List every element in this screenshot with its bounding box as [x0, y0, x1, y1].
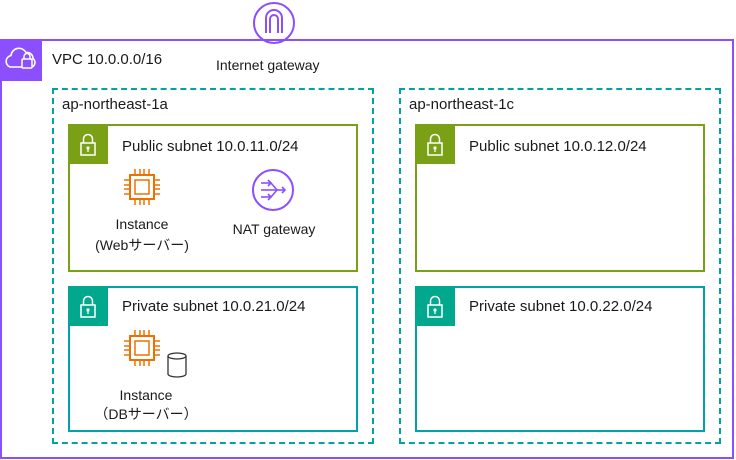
internet-gateway-icon: [251, 0, 297, 46]
az-label: ap-northeast-1a: [62, 96, 168, 113]
lock-icon: [415, 286, 455, 326]
nat-gateway-icon: [251, 168, 295, 212]
internet-gateway-label: Internet gateway: [216, 57, 320, 73]
subnet-label: Private subnet 10.0.21.0/24: [122, 298, 306, 315]
public-subnet-1a: [68, 124, 358, 272]
lock-icon: [68, 286, 108, 326]
instance-label: Instance: [119, 387, 173, 403]
instance-label: Instance: [115, 216, 169, 232]
ec2-instance-icon: [122, 167, 162, 207]
private-subnet-1a: [68, 286, 358, 432]
instance-role-label: （DBサーバー）: [94, 406, 198, 422]
instance-role-label: (Webサーバー): [95, 237, 189, 253]
private-subnet-1c: [415, 286, 705, 432]
subnet-label: Private subnet 10.0.22.0/24: [469, 298, 653, 315]
nat-gateway-label: NAT gateway: [232, 221, 316, 237]
az-label: ap-northeast-1c: [409, 96, 515, 113]
vpc-container: [0, 39, 734, 459]
vpc-label: VPC 10.0.0.0/16: [52, 51, 163, 68]
subnet-label: Public subnet 10.0.11.0/24: [122, 138, 299, 155]
vpc-cloud-lock-icon: [0, 39, 42, 81]
ec2-instance-db-icon: [122, 330, 192, 380]
availability-zone-1c: [399, 88, 721, 444]
lock-icon: [68, 124, 108, 164]
subnet-label: Public subnet 10.0.12.0/24: [469, 138, 647, 155]
availability-zone-1a: [52, 88, 374, 444]
public-subnet-1c: [415, 124, 705, 272]
lock-icon: [415, 124, 455, 164]
